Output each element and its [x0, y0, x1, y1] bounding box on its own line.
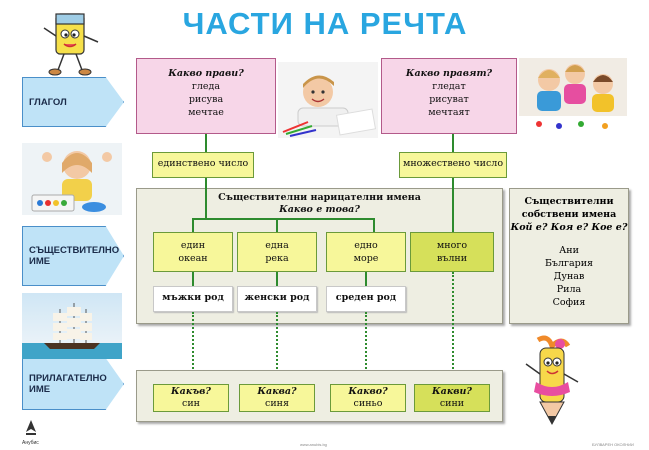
noun-label: СЪЩЕСТВИТЕЛНО ИМЕ — [29, 245, 120, 267]
connector-line — [276, 218, 278, 232]
footer-center-text: www.anubis.bg — [300, 442, 327, 447]
connector-line — [452, 134, 454, 152]
proper-nouns-heading: Съществителни собствени имена — [521, 196, 617, 220]
noun-article: един — [180, 240, 206, 251]
dotted-connector — [276, 312, 278, 384]
connector-line — [192, 218, 374, 220]
verb-singular-question: Какво прави? — [168, 68, 244, 79]
adjective-box-masculine: Какъв? син — [153, 384, 229, 412]
proper-noun-item: София — [552, 297, 586, 308]
connector-line — [452, 178, 454, 232]
proper-nouns-question: Кой е? Коя е? Кое е? — [510, 222, 628, 233]
connector-line — [276, 272, 278, 286]
gender-masculine: мъжки род — [153, 286, 233, 312]
girl-painting-photo — [22, 143, 122, 215]
proper-noun-item: Рила — [556, 284, 582, 295]
noun-word: вълни — [436, 253, 468, 264]
noun-article: едно — [354, 240, 378, 251]
noun-word: река — [265, 253, 289, 264]
singular-label: единствено число — [152, 152, 254, 178]
page-title: ЧАСТИ НА РЕЧТА — [182, 6, 468, 41]
adjective-box-feminine: Каква? синя — [239, 384, 315, 412]
proper-noun-item: България — [544, 258, 594, 269]
noun-box-feminine: една река — [237, 232, 317, 272]
verb-label: ГЛАГОЛ — [29, 96, 67, 108]
connector-line — [365, 272, 367, 286]
proper-noun-item: Ани — [559, 245, 579, 256]
boy-drawing-photo — [278, 62, 378, 138]
verb-singular-word: мечтае — [188, 107, 224, 118]
verb-plural-word: мечтаят — [428, 107, 470, 118]
noun-article: много — [436, 240, 468, 251]
adjective-question: Какъв? — [171, 386, 211, 397]
adjective-box-neuter: Какво? синьо — [330, 384, 406, 412]
verb-singular-word: рисува — [188, 94, 224, 105]
publisher-logo-icon — [24, 420, 38, 442]
noun-box-masculine: един океан — [153, 232, 233, 272]
adjective-word: синьо — [353, 398, 383, 409]
verb-singular-box: Какво прави? гледа рисува мечтае — [136, 58, 276, 134]
noun-article: една — [265, 240, 289, 251]
adjective-word: сини — [439, 398, 465, 409]
verb-singular-word: гледа — [191, 81, 221, 92]
dotted-connector — [192, 312, 194, 384]
adjective-box-plural: Какви? сини — [414, 384, 490, 412]
adjective-word: синя — [265, 398, 289, 409]
adjective-word: син — [182, 398, 200, 409]
eraser-mascot-icon — [43, 13, 99, 76]
common-nouns-heading: Съществителни нарицателни имена — [218, 192, 421, 203]
noun-arrow: СЪЩЕСТВИТЕЛНО ИМЕ — [22, 226, 124, 286]
verb-plural-box: Какво правят? гледат рисуват мечтаят — [381, 58, 517, 134]
common-nouns-question: Какво е това? — [279, 204, 360, 215]
adjective-question: Каква? — [257, 386, 297, 397]
verb-arrow: ГЛАГОЛ — [22, 77, 124, 127]
gender-neuter: среден род — [326, 286, 406, 312]
noun-box-plural: много вълни — [410, 232, 494, 272]
adjective-label: ПРИЛАГАТЕЛНО ИМЕ — [29, 373, 107, 395]
plural-label: множествено число — [399, 152, 507, 178]
connector-line — [373, 218, 375, 232]
verb-plural-word: рисуват — [429, 94, 469, 105]
dotted-connector — [452, 272, 454, 384]
proper-nouns-panel: Съществителни собствени имена Кой е? Коя… — [509, 188, 629, 324]
children-group-photo — [519, 58, 627, 136]
footer-right-text: БУЛВАРЕН ОКОЛНИИ — [592, 442, 634, 447]
adjective-arrow: ПРИЛАГАТЕЛНО ИМЕ — [22, 358, 124, 410]
connector-line — [205, 178, 207, 218]
connector-line — [192, 272, 194, 286]
pencil-mascot-icon — [525, 335, 579, 426]
proper-noun-item: Дунав — [553, 271, 585, 282]
noun-word: океан — [178, 253, 208, 264]
adjective-question: Какви? — [432, 386, 472, 397]
dotted-connector — [365, 312, 367, 384]
gender-feminine: женски род — [237, 286, 317, 312]
adjective-question: Какво? — [348, 386, 388, 397]
sailing-ship-photo — [22, 293, 122, 359]
noun-box-neuter: едно море — [326, 232, 406, 272]
connector-line — [205, 134, 207, 152]
publisher-name: Анубис — [22, 440, 39, 446]
noun-word: море — [353, 253, 379, 264]
verb-plural-question: Какво правят? — [405, 68, 493, 79]
verb-plural-word: гледат — [432, 81, 466, 92]
connector-line — [192, 218, 194, 232]
